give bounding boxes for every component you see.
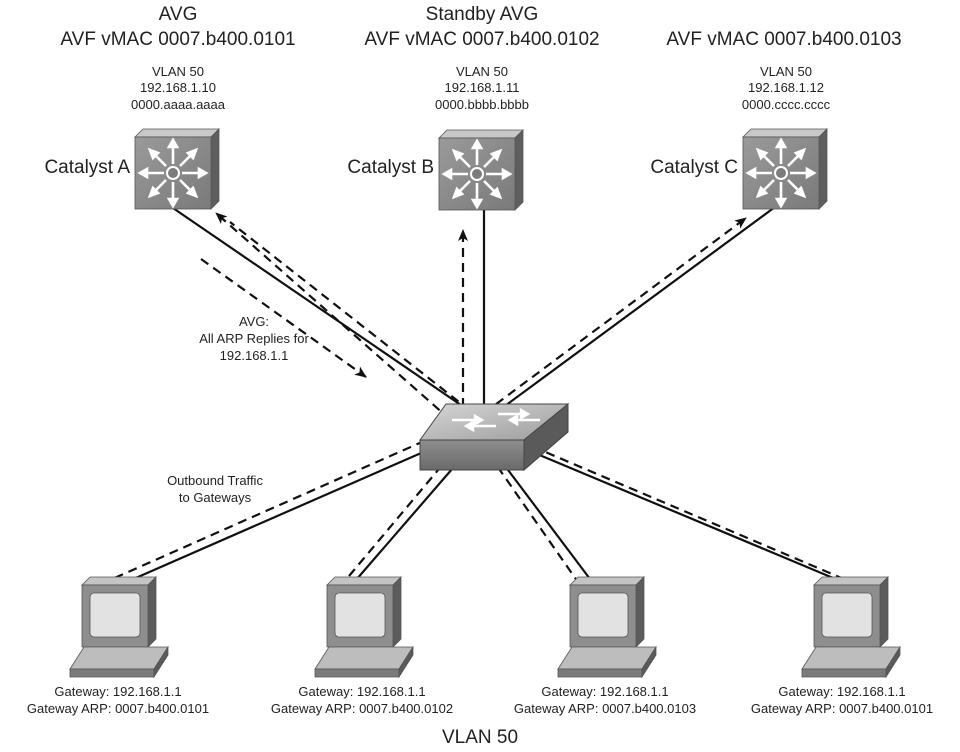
flow-to-catalyst-a-1 [215, 212, 463, 431]
catalyst-a-ip: 192.168.1.10 [140, 80, 216, 96]
host-2-gateway: Gateway: 192.168.1.1 [298, 684, 426, 699]
catalyst-b-vmac: AVF vMAC 0007.b400.0102 [364, 29, 600, 50]
workstation-icon [801, 576, 901, 679]
catalyst-c-name: Catalyst C [650, 157, 738, 178]
host-1-label: Gateway: 192.168.1.1 Gateway ARP: 0007.b… [0, 684, 236, 718]
flow-to-catalyst-a-2 [229, 221, 483, 421]
catalyst-b-name: Catalyst B [347, 157, 434, 178]
host-4-gateway: Gateway: 192.168.1.1 [778, 684, 906, 699]
catalyst-c-ip: 192.168.1.12 [748, 80, 824, 96]
flow-host-1 [100, 432, 441, 586]
avg-arp-annotation-line: All ARP Replies for [199, 330, 309, 346]
catalyst-c-vlan: VLAN 50 [759, 64, 813, 79]
workstation-icon [557, 576, 657, 679]
multilayer-switch-icon [438, 129, 524, 211]
host-2-gateway-arp: Gateway ARP: 0007.b400.0102 [270, 700, 454, 716]
catalyst-c-mac: 0000.cccc.cccc [741, 96, 831, 112]
avg-arp-annotation: AVG: All ARP Replies for 192.168.1.1 [184, 314, 324, 365]
workstation-icon [69, 576, 169, 679]
catalyst-b-ip: 192.168.1.11 [444, 80, 520, 96]
host-2-label: Gateway: 192.168.1.1 Gateway ARP: 0007.b… [244, 684, 480, 718]
catalyst-b-role: Standby AVG [425, 4, 539, 25]
physical-links [105, 205, 858, 593]
catalyst-a-mac: 0000.aaaa.aaaa [131, 96, 225, 112]
catalyst-c-vmac: AVF vMAC 0007.b400.0103 [666, 29, 902, 50]
host-3-gateway: Gateway: 192.168.1.1 [541, 684, 669, 699]
catalyst-a-vmac: AVF vMAC 0007.b400.0101 [60, 29, 296, 50]
host-1-gateway: Gateway: 192.168.1.1 [54, 684, 182, 699]
catalyst-b-vlan: VLAN 50 [455, 64, 509, 79]
link-catalyst-a [169, 205, 475, 415]
host-3-label: Gateway: 192.168.1.1 Gateway ARP: 0007.b… [487, 684, 723, 718]
link-host-4 [517, 444, 858, 590]
arp-reply-flow [200, 258, 367, 378]
multilayer-switch-icon [134, 128, 220, 210]
host-4-gateway-arp: Gateway ARP: 0007.b400.0101 [750, 700, 934, 716]
outbound-traffic-annotation: Outbound Traffic to Gateways [150, 473, 280, 507]
workgroup-switch-icon [419, 402, 570, 472]
catalyst-a-name: Catalyst A [44, 157, 130, 178]
host-4-label: Gateway: 192.168.1.1 Gateway ARP: 0007.b… [724, 684, 960, 718]
flow-to-catalyst-c [471, 217, 747, 423]
link-host-1 [105, 441, 445, 593]
workstation-icon [314, 576, 414, 679]
flow-host-4 [509, 435, 873, 593]
catalyst-b-info: VLAN 50 192.168.1.11 0000.bbbb.bbbb [402, 64, 562, 113]
catalyst-c-info: VLAN 50 192.168.1.12 0000.cccc.cccc [706, 64, 866, 113]
host-1-gateway-arp: Gateway ARP: 0007.b400.0101 [26, 700, 210, 716]
outbound-annotation-line: to Gateways [178, 489, 252, 505]
traffic-flows [100, 212, 873, 593]
avg-arp-annotation-line: AVG: [238, 314, 270, 329]
catalyst-a-role: AVG [158, 4, 198, 25]
vlan-footer-label: VLAN 50 [441, 727, 519, 748]
multilayer-switch-icon [742, 128, 828, 210]
outbound-annotation-line: Outbound Traffic [167, 473, 263, 488]
catalyst-a-vlan: VLAN 50 [151, 64, 205, 79]
link-catalyst-c [493, 206, 776, 415]
host-3-gateway-arp: Gateway ARP: 0007.b400.0103 [513, 700, 697, 716]
catalyst-b-mac: 0000.bbbb.bbbb [435, 96, 529, 112]
catalyst-a-info: VLAN 50 192.168.1.10 0000.aaaa.aaaa [98, 64, 258, 113]
avg-arp-annotation-line: 192.168.1.1 [219, 347, 289, 363]
